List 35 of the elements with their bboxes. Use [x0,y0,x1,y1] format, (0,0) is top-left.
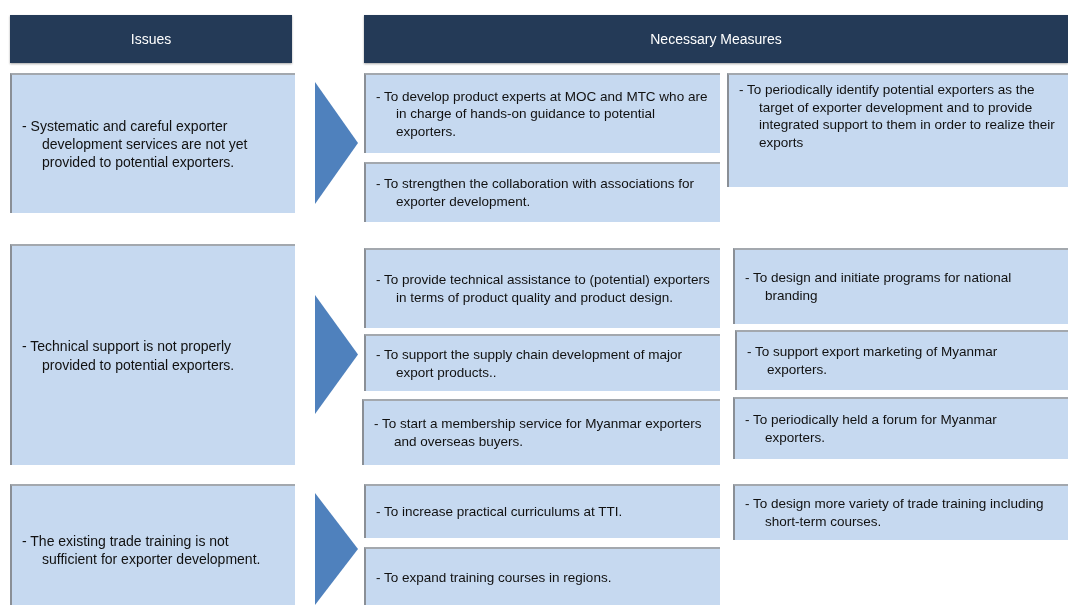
bullet-text: - To increase practical curriculums at TTI. [376,503,623,521]
column-header: Necessary Measures [364,15,1068,63]
bullet-text: - To periodically identify potential exporters as the target of exporter development and to provide integrated support to them in order to realize their exports [739,81,1056,152]
bullet-text: - To develop product experts at MOC and MTC who are in charge of hands-on guidance to potential exporters. [376,87,709,141]
bullet-text: - To support export marketing of Myanmar exporters. [747,343,999,379]
bullet-text: - To design and initiate programs for national branding [745,269,1013,305]
measure-box [364,334,720,391]
bullet-text: - To start a membership service for Myanmar exporters and overseas buyers. [374,415,703,451]
chevron-arrow [315,82,358,204]
bullet-text: - To design more variety of trade training including short-term courses. [745,495,1045,531]
bullet-text: - The existing trade training is not sufficient for exporter development. [22,531,262,569]
measure-box [733,484,1068,540]
measure-box [364,484,720,538]
issue-box [10,73,295,213]
bullet-text: - To periodically held a forum for Myanmar exporters. [745,411,998,447]
measure-box [364,547,720,605]
column-header: Issues [10,15,292,63]
chevron-arrow [315,295,358,414]
bullet-text: - To support the supply chain development of major export products.. [376,345,683,382]
bullet-text: - Technical support is not properly provided to potential exporters. [22,337,236,374]
measure-box [364,162,720,222]
bullet-text: - Systematic and careful exporter development services are not yet provided to potential exporters. [22,116,249,172]
measure-box [733,397,1068,459]
measure-box [735,330,1068,390]
measure-box [727,73,1068,187]
measure-box [362,399,720,465]
bullet-text: - To provide technical assistance to (potential) exporters in terms of product quality and product design. [376,271,711,307]
measure-box [733,248,1068,324]
issue-box [10,244,295,465]
bullet-text: - To strengthen the collaboration with associations for exporter development. [376,175,695,211]
issue-box [10,484,295,605]
bullet-text: - To expand training courses in regions. [376,569,612,587]
measure-box [364,73,720,153]
measure-box [364,248,720,328]
chevron-arrow [315,493,358,605]
